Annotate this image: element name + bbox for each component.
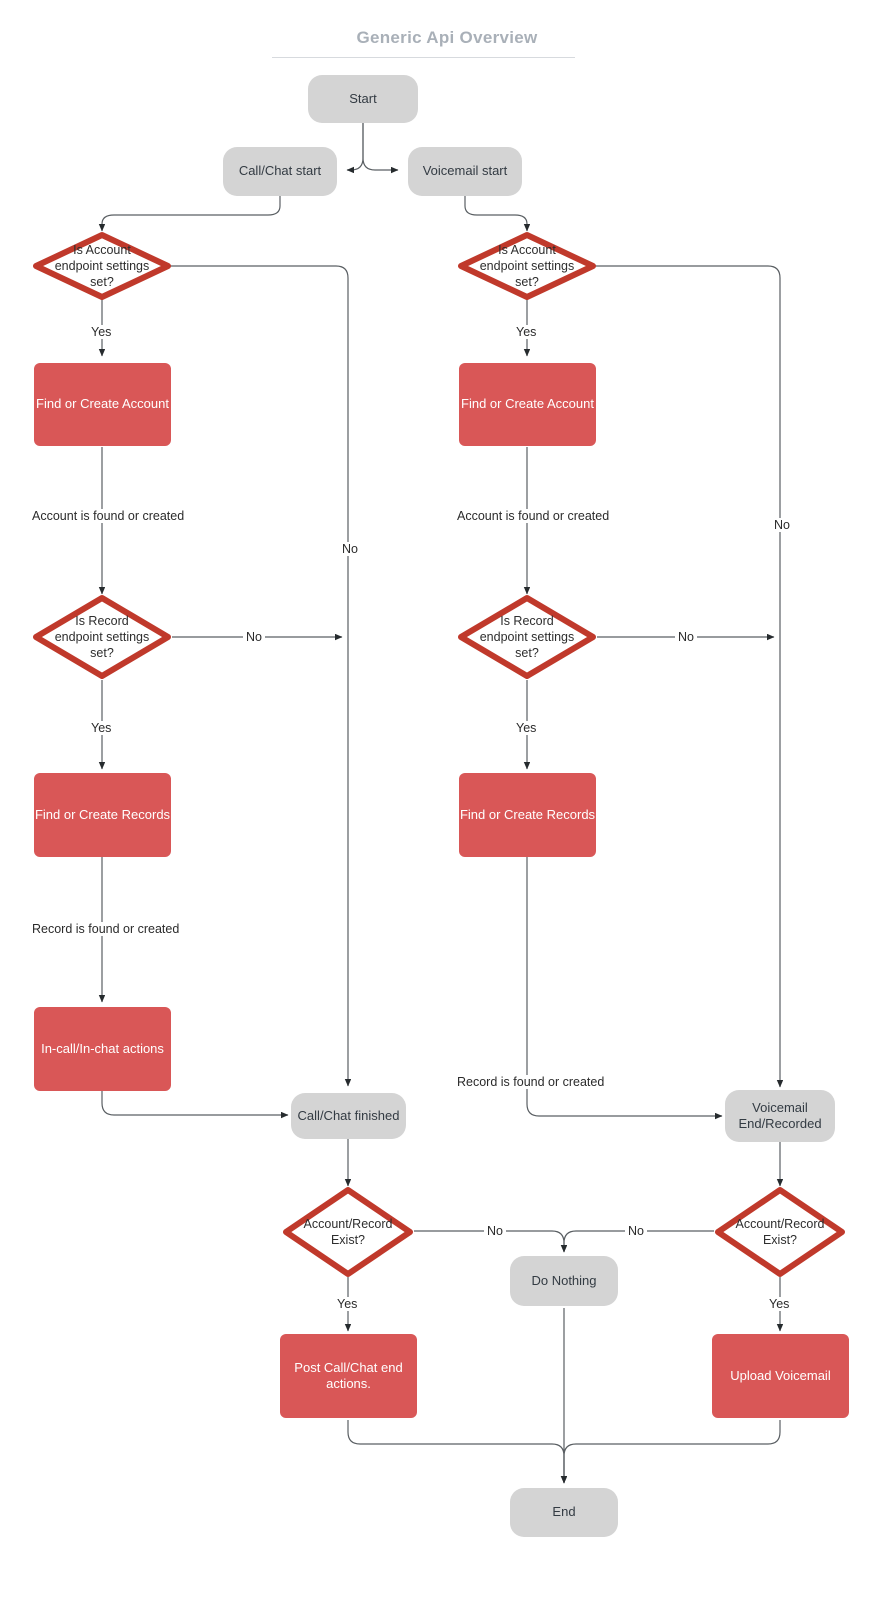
- edge-label-exist-yes-left: Yes: [334, 1297, 361, 1311]
- decision-account-endpoint-right-label: Is Account endpoint settings set?: [479, 242, 575, 290]
- node-end[interactable]: End: [510, 1488, 618, 1537]
- decision-record-endpoint-right-label: Is Record endpoint settings set?: [479, 613, 575, 661]
- edge-label-rec-no-right: No: [675, 630, 697, 644]
- decision-account-record-exist-left-label: Account/Record Exist?: [303, 1216, 393, 1247]
- decision-account-endpoint-left-label: Is Account endpoint settings set?: [54, 242, 150, 290]
- edge-upload-to-end: [560, 1420, 781, 1484]
- edge-label-record-found-left: Record is found or created: [29, 922, 183, 936]
- node-voicemail-end-recorded-label: Voicemail End/Recorded: [738, 1099, 822, 1131]
- decision-account-record-exist-left[interactable]: Account/Record Exist?: [282, 1186, 414, 1278]
- node-callchat-start-label: Call/Chat start: [238, 163, 322, 179]
- decision-account-record-exist-right[interactable]: Account/Record Exist?: [714, 1186, 846, 1278]
- node-voicemail-start-label: Voicemail start: [422, 163, 508, 179]
- diamond-shape-icon: [33, 232, 171, 300]
- node-start-label: Start: [349, 90, 377, 106]
- decision-record-endpoint-left[interactable]: Is Record endpoint settings set?: [32, 594, 172, 680]
- edge-label-acct-yes-right: Yes: [513, 325, 540, 339]
- process-upload-voicemail[interactable]: Upload Voicemail: [712, 1334, 849, 1418]
- node-voicemail-start[interactable]: Voicemail start: [408, 147, 522, 196]
- diamond-shape-icon: [458, 232, 596, 300]
- diamond-shape-icon: [33, 595, 171, 679]
- process-find-or-create-account-left[interactable]: Find or Create Account: [34, 363, 171, 446]
- edge-label-acct-no-right: No: [771, 518, 793, 532]
- process-find-or-create-account-left-label: Find or Create Account: [36, 396, 169, 412]
- process-find-or-create-account-right[interactable]: Find or Create Account: [459, 363, 596, 446]
- edge-voicemail-to-acct-right: [464, 196, 531, 232]
- node-do-nothing-label: Do Nothing: [531, 1272, 597, 1288]
- decision-record-endpoint-right[interactable]: Is Record endpoint settings set?: [457, 594, 597, 680]
- edge-label-rec-yes-right: Yes: [513, 721, 540, 735]
- diamond-shape-icon: [283, 1187, 413, 1277]
- node-callchat-start[interactable]: Call/Chat start: [223, 147, 337, 196]
- decision-account-record-exist-right-label: Account/Record Exist?: [735, 1216, 825, 1247]
- edge-label-account-found-right: Account is found or created: [454, 509, 613, 523]
- edge-label-acct-no-left: No: [339, 542, 361, 556]
- decision-account-endpoint-right[interactable]: Is Account endpoint settings set?: [457, 231, 597, 301]
- decision-record-endpoint-left-label: Is Record endpoint settings set?: [54, 613, 150, 661]
- edge-label-record-found-right: Record is found or created: [454, 1075, 608, 1089]
- process-post-callchat-end-actions-label: Post Call/Chat end actions.: [294, 1359, 403, 1391]
- diamond-shape-icon: [458, 595, 596, 679]
- process-find-or-create-account-right-label: Find or Create Account: [461, 396, 594, 412]
- process-upload-voicemail-label: Upload Voicemail: [730, 1367, 831, 1383]
- edge-start-to-callchat: [346, 123, 364, 174]
- node-voicemail-end-recorded[interactable]: Voicemail End/Recorded: [725, 1090, 835, 1142]
- edge-incall-to-finished: [101, 1091, 289, 1119]
- node-end-label: End: [552, 1504, 576, 1520]
- edge-label-exist-yes-right: Yes: [766, 1297, 793, 1311]
- process-find-or-create-records-right[interactable]: Find or Create Records: [459, 773, 596, 857]
- edge-label-exist-no-right: No: [625, 1224, 647, 1238]
- process-post-callchat-end-actions[interactable]: Post Call/Chat end actions.: [280, 1334, 417, 1418]
- node-callchat-finished-label: Call/Chat finished: [297, 1107, 400, 1123]
- title-divider: [272, 57, 575, 58]
- edge-start-to-voicemail: [362, 123, 399, 174]
- node-callchat-finished[interactable]: Call/Chat finished: [291, 1093, 406, 1139]
- node-start[interactable]: Start: [308, 75, 418, 123]
- process-find-or-create-records-left[interactable]: Find or Create Records: [34, 773, 171, 857]
- edge-label-account-found-left: Account is found or created: [29, 509, 188, 523]
- edge-label-rec-yes-left: Yes: [88, 721, 115, 735]
- edge-callchat-to-acct-left: [98, 196, 281, 232]
- edge-label-rec-no-left: No: [243, 630, 265, 644]
- process-in-call-in-chat-actions-label: In-call/In-chat actions: [41, 1040, 164, 1056]
- decision-account-endpoint-left[interactable]: Is Account endpoint settings set?: [32, 231, 172, 301]
- edge-post-to-end: [347, 1420, 568, 1484]
- process-find-or-create-records-right-label: Find or Create Records: [459, 806, 596, 822]
- process-in-call-in-chat-actions[interactable]: In-call/In-chat actions: [34, 1007, 171, 1091]
- process-find-or-create-records-left-label: Find or Create Records: [34, 806, 171, 822]
- node-do-nothing[interactable]: Do Nothing: [510, 1256, 618, 1306]
- edge-label-exist-no-left: No: [484, 1224, 506, 1238]
- diamond-shape-icon: [715, 1187, 845, 1277]
- edge-label-acct-yes-left: Yes: [88, 325, 115, 339]
- page-title: Generic Api Overview: [356, 28, 538, 47]
